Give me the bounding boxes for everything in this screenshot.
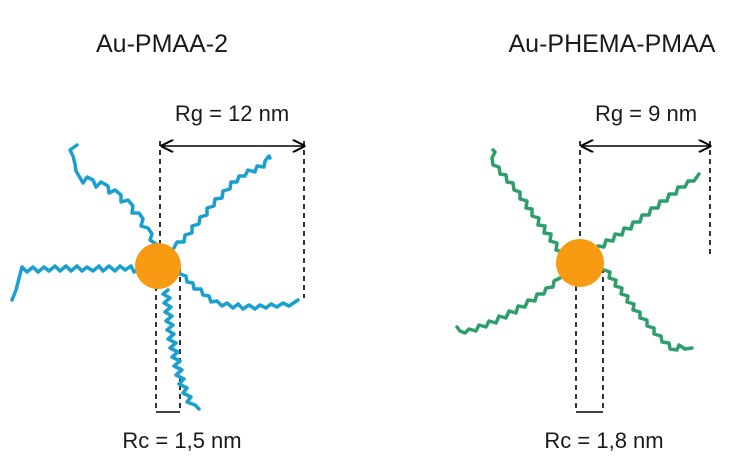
polymer-chain-icon	[602, 268, 694, 352]
gold-nanoparticle-icon	[556, 239, 604, 287]
polymer-chain-icon	[178, 272, 300, 311]
polymer-chain-icon	[68, 143, 162, 252]
polymer-chain-icon	[10, 264, 142, 302]
polymer-chain-icon	[455, 276, 562, 335]
panel-au-phema-pmaa: Au-PHEMA-PMAA Rg = 9 nm Rc = 1,8 nm	[455, 30, 716, 453]
rg-label: Rg = 12 nm	[175, 101, 289, 126]
panel-au-pmaa-2: Au-PMAA-2 Rg = 12 nm Rc = 1,5 nm	[10, 30, 304, 453]
rc-label: Rc = 1,5 nm	[122, 428, 241, 453]
panel-title: Au-PMAA-2	[96, 30, 228, 58]
rg-label: Rg = 9 nm	[595, 101, 697, 126]
polymer-chain-icon	[596, 172, 701, 249]
rc-label: Rc = 1,8 nm	[544, 428, 663, 453]
polymer-chain-icon	[161, 288, 201, 411]
polymer-chain-icon	[172, 154, 272, 250]
gold-nanoparticle-icon	[135, 243, 181, 289]
panel-title: Au-PHEMA-PMAA	[509, 30, 716, 58]
polymer-chain-icon	[490, 148, 564, 254]
